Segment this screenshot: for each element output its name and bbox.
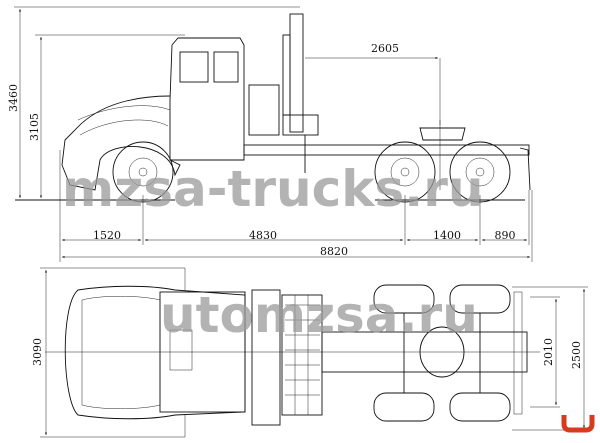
air-cleaner (248, 84, 280, 136)
cab-door-window (213, 51, 239, 83)
dim-2605: 2605 (371, 42, 399, 55)
dim-1520: 1520 (93, 229, 121, 242)
dim-3105: 3105 (28, 113, 41, 141)
dim-3460: 3460 (7, 84, 20, 112)
side-view: 3460 3105 2605 1520 4830 1400 890 8820 (7, 6, 533, 262)
dim-8820: 8820 (320, 245, 348, 258)
fifth-wheel (419, 127, 466, 141)
dim-2500: 2500 (570, 341, 583, 369)
cab-roof (159, 291, 246, 413)
cab-top (64, 285, 246, 420)
rear-hitch (519, 147, 531, 191)
watermark-2: utomzsa.ru (160, 286, 478, 344)
hood-lines (77, 105, 171, 136)
watermark-1: mzsa-trucks.ru (62, 160, 484, 218)
dim-1400: 1400 (433, 229, 461, 242)
dim-890: 890 (495, 229, 516, 242)
cab-window (179, 51, 209, 83)
hood (61, 95, 181, 191)
dim-4830: 4830 (249, 229, 277, 242)
dim-2010: 2010 (542, 338, 555, 366)
chassis-frame (243, 144, 530, 156)
crane-base-top (251, 289, 281, 426)
fifth-wheel-top (419, 326, 465, 378)
frame-top (321, 331, 528, 373)
crane (282, 13, 319, 173)
rear-wheel-top-4 (449, 392, 511, 422)
rear-wheel-top-3 (373, 392, 435, 422)
corner-badge-icon (561, 415, 595, 433)
top-view: 3090 2010 2500 (31, 267, 588, 438)
dim-3090: 3090 (31, 338, 44, 366)
cab (169, 37, 245, 161)
